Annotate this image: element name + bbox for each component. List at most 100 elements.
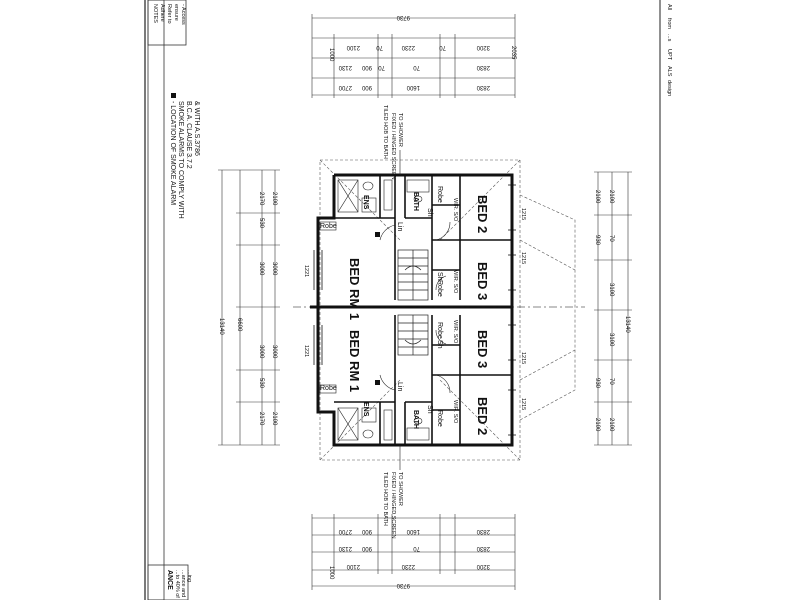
dim-label: 530 (258, 378, 264, 389)
right-dimensions (594, 171, 632, 446)
wet-area-fixtures (319, 179, 430, 441)
right-note-line: UPT (666, 49, 672, 61)
callout-line: TO SHOWER (397, 472, 403, 506)
door-swings (379, 221, 451, 394)
dim-label: 1000 (328, 48, 334, 62)
dim-label: 2100 (608, 418, 614, 432)
room-shower: Sh (426, 405, 433, 414)
dim-top-overall: 9730 (396, 14, 410, 20)
dim-label: 70 (439, 44, 446, 50)
room-robe: Robe (320, 385, 337, 392)
dim-label: 2100 (594, 190, 600, 204)
dim-label: 2830 (476, 545, 490, 551)
dim-left-overall: 13140 (218, 318, 224, 335)
right-note-line: All (666, 4, 672, 10)
room-bed-rm1-bottom: BED RM 1 (347, 330, 362, 392)
dim-bottom-overall: 9730 (396, 582, 410, 588)
room-shower: Sh (426, 208, 433, 217)
smoke-alarm-icon (171, 93, 176, 98)
callout-line: FIXED / HINGED SCREEN (390, 472, 396, 539)
right-note-line: design (666, 80, 672, 96)
dim-label: 1221 (303, 345, 309, 357)
room-bath-bottom: BATH (412, 410, 419, 429)
dim-label: 900 (361, 528, 372, 534)
room-robe: Robe (436, 186, 443, 203)
room-bed2-bottom: BED 2 (475, 397, 490, 435)
corner-note-line: Adhere (159, 4, 165, 22)
notes-box-top (147, 0, 187, 46)
dim-label: 930 (594, 378, 600, 389)
room-bath-top: BATH (412, 192, 419, 211)
dim-label: 70 (608, 235, 614, 242)
external-walls (316, 173, 514, 447)
corner-note-line: ...ance and (180, 570, 186, 597)
dim-label: 2830 (476, 64, 490, 70)
smoke-alarm-icon (375, 232, 380, 237)
room-robe: Robe (320, 223, 337, 230)
dim-label: 1221 (303, 265, 309, 277)
right-strip-notes: All from ...s UPT ALS design (666, 4, 672, 96)
dim-label: 930 (594, 235, 600, 246)
dim-label: 3000 (258, 345, 264, 359)
room-robe: Robe (436, 410, 443, 427)
dim-label: 3000 (271, 262, 277, 276)
dim-label: 530 (258, 218, 264, 229)
dim-label: 1600 (406, 84, 420, 90)
corner-note-line: Refer to (166, 4, 172, 24)
room-robe: Robe (436, 280, 443, 297)
smoke-note-line: - LOCATION OF SMOKE ALARM (169, 101, 176, 205)
dim-label: 70 (608, 378, 614, 385)
dim-label: 900 (361, 84, 372, 90)
corner-note-line: - Access (180, 4, 186, 25)
corner-note-line: ...ing (186, 570, 192, 582)
dim-label: 2100 (594, 418, 600, 432)
dim-label: 2700 (338, 528, 352, 534)
dim-label: 70 (413, 545, 420, 551)
corner-note-line: ANCE (166, 570, 173, 590)
room-robe: Robe (436, 322, 443, 339)
corner-notes-top: NOTES Adhere Refer to ensure - Access (152, 4, 186, 25)
callout-line: FIXED / HINGED SCREEN (390, 113, 396, 180)
dim-label: 3200 (476, 563, 490, 569)
dim-label: 1000 (328, 566, 334, 580)
smoke-note-line: & WITH A.S.3786 (193, 101, 200, 156)
room-wir: WIR. S/O (452, 400, 458, 424)
right-note-line: ...s (666, 34, 672, 42)
dim-label: 2230 (401, 44, 415, 50)
left-dimensions (218, 169, 280, 446)
dim-label: 900 (361, 64, 372, 70)
dim-label: 3000 (271, 345, 277, 359)
top-dimensions (311, 14, 516, 98)
smoke-note-line: SMOKE ALARMS TO COMPLY WITH (177, 101, 184, 219)
dim-label: 2230 (401, 563, 415, 569)
room-linen: Lin (396, 382, 403, 391)
corner-note-line: NOTES (152, 4, 158, 23)
dim-label: 70 (376, 44, 383, 50)
dim-label: 2830 (476, 84, 490, 90)
top-dimension-labels: 9730 1000 2100 70 2230 70 3200 2035 2130… (328, 14, 516, 90)
dim-label: 3100 (608, 283, 614, 297)
room-bed3-bottom: BED 3 (475, 330, 490, 368)
notes-strip (147, 0, 165, 601)
dim-label: 2130 (338, 545, 352, 551)
dim-label: 2100 (271, 192, 277, 206)
dim-label: 1600 (406, 528, 420, 534)
dim-label: 1215 (520, 398, 526, 410)
right-dimension-labels: 13140 2100 2100 930 70 3100 3100 930 70 … (594, 190, 630, 432)
room-shower: Sh (436, 340, 443, 349)
dim-label: 2700 (338, 84, 352, 90)
room-bed3-top: BED 3 (475, 262, 490, 300)
room-bed-rm1-top: BED RM 1 (347, 258, 362, 320)
dim-label: 2100 (346, 563, 360, 569)
dim-label: 3000 (258, 262, 264, 276)
dim-label: 2035 (510, 46, 516, 60)
smoke-alarm-note: - LOCATION OF SMOKE ALARM SMOKE ALARMS T… (169, 93, 200, 219)
dim-label: 1215 (520, 352, 526, 364)
room-wir: WIR. S/O (452, 198, 458, 222)
callout-tiled-top: TILED HOB TO BATH FIXED / HINGED SCREEN … (382, 105, 403, 180)
dim-label: 1215 (520, 252, 526, 264)
callout-line: TO SHOWER (397, 113, 403, 147)
room-linen: Lin (396, 222, 403, 231)
room-wir: WIR. S/O (452, 270, 458, 294)
